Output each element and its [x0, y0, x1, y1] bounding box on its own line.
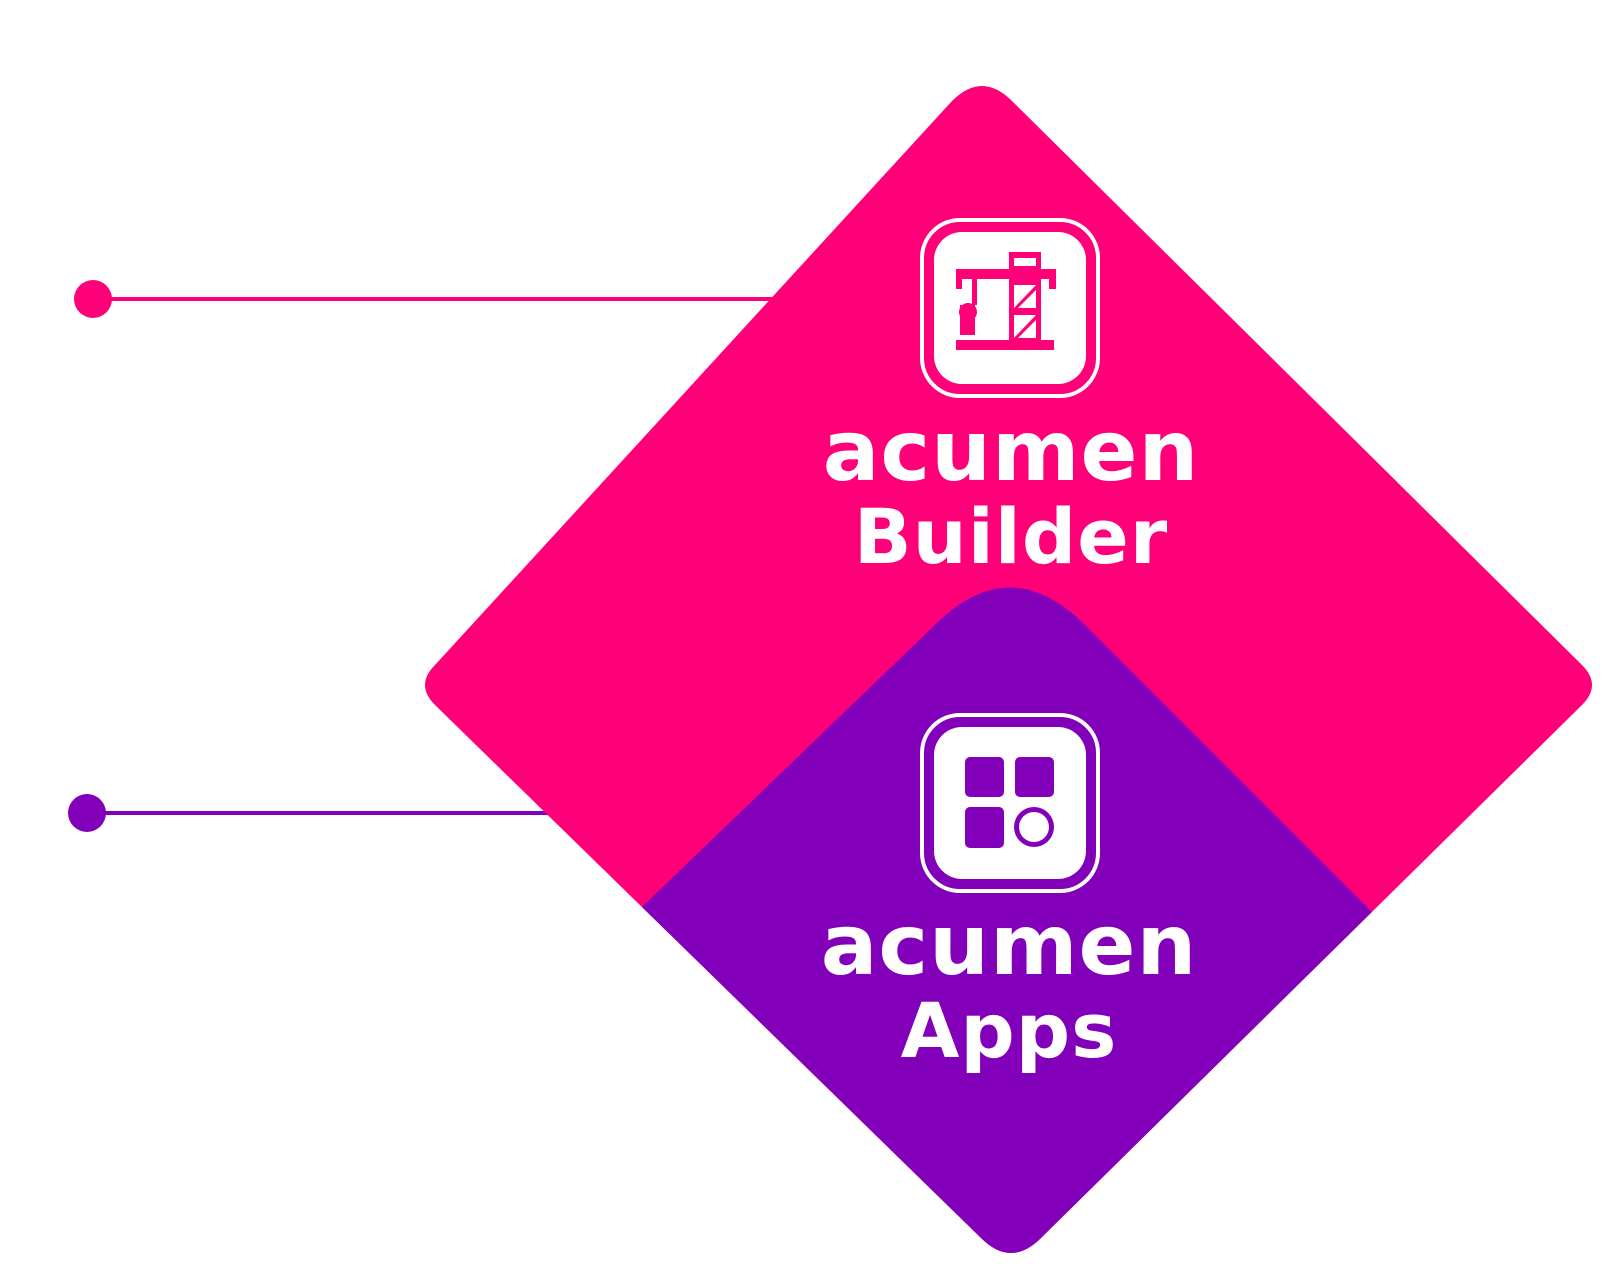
app-grid-icon	[965, 757, 1054, 848]
apps-brand-label: acumen	[821, 896, 1198, 994]
apps-product-label: Apps	[901, 986, 1118, 1075]
apps-connector-dot	[68, 794, 106, 832]
builder-connector	[74, 280, 800, 318]
builder-connector-dot	[74, 280, 112, 318]
builder-product-label: Builder	[854, 492, 1169, 581]
apps-icon-tile	[920, 713, 1100, 893]
builder-brand-label: acumen	[823, 402, 1200, 500]
builder-icon-tile	[920, 218, 1100, 398]
